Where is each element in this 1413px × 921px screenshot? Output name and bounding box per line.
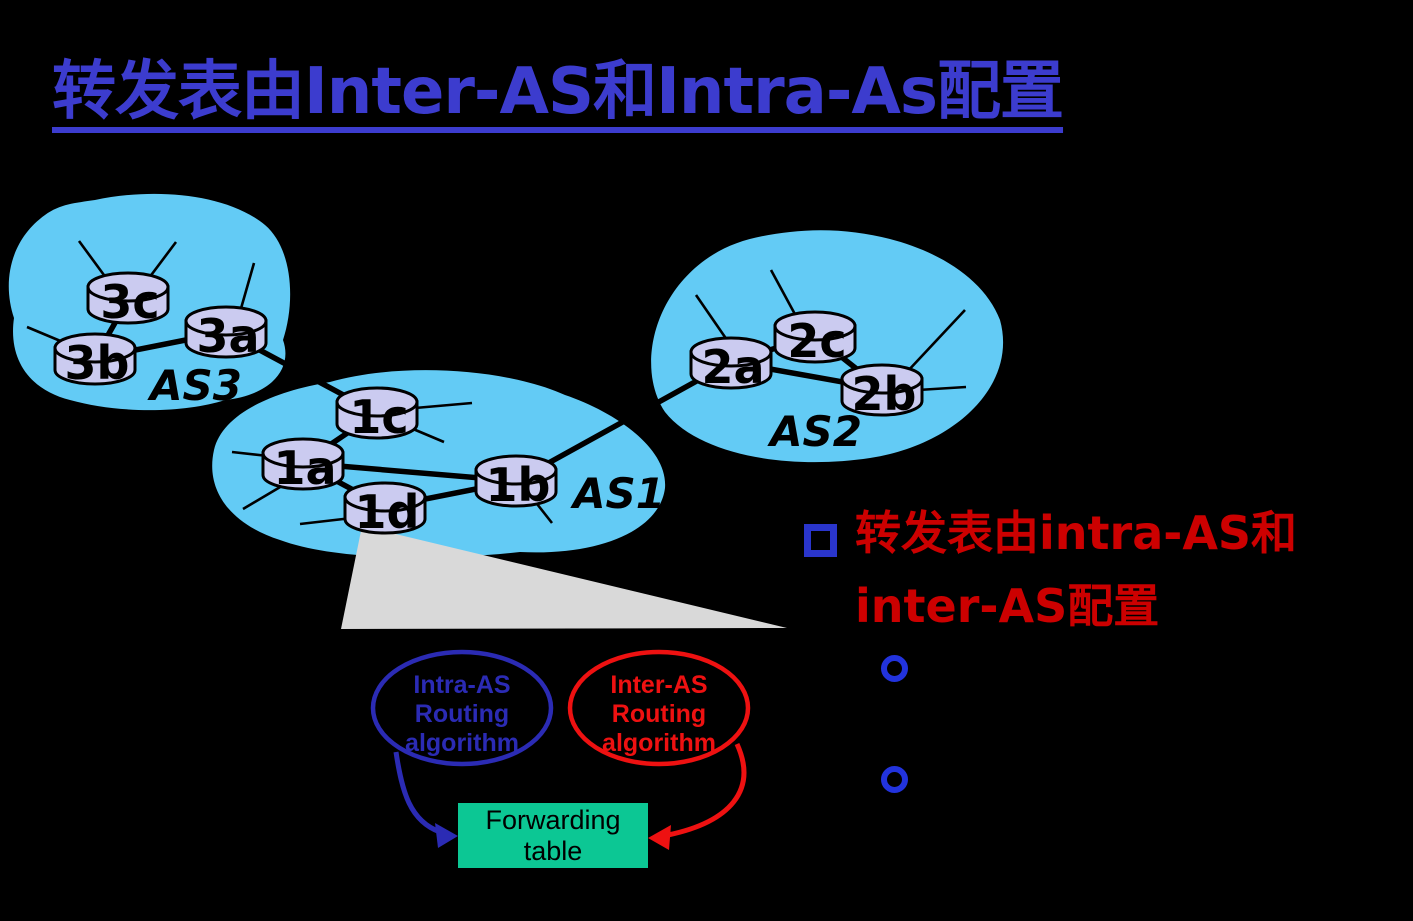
router-label: 1c	[349, 390, 408, 444]
bullet-text-line: inter-AS配置	[855, 579, 1160, 633]
circle-bullet-icon	[881, 655, 908, 682]
intra-arrow-curve	[393, 751, 441, 835]
intra-as-label-line: algorithm	[405, 729, 519, 757]
inter-as-ellipse-outline	[567, 649, 751, 767]
router-cylinder-top	[474, 454, 558, 486]
router-2a: 2a	[689, 336, 773, 394]
router-1b: 1b	[474, 454, 558, 512]
router-cylinder-top	[689, 336, 773, 368]
forwarding-table-box: Forwarding table	[458, 803, 648, 868]
router-cylinder-top	[86, 271, 170, 303]
router-label: 1a	[273, 441, 336, 495]
router-1d: 1d	[343, 481, 427, 539]
router-3a: 3a	[184, 305, 268, 363]
router-cylinder-top	[840, 363, 924, 395]
projection-wedge	[341, 526, 787, 629]
stub-link	[299, 516, 353, 526]
router-3c: 3c	[86, 271, 170, 329]
router-label: 2b	[852, 367, 917, 421]
stub-link	[769, 269, 799, 319]
as1-label: AS1	[570, 469, 665, 518]
router-cylinder-top	[335, 386, 419, 418]
slide-title: 转发表由Inter-AS和Intra-As配置	[52, 55, 1064, 129]
router-2c: 2c	[773, 310, 857, 368]
inter-arrow	[648, 742, 747, 850]
router-1c: 1c	[335, 386, 419, 444]
inter-arrow-curve	[667, 742, 747, 838]
stub-link	[917, 385, 967, 392]
arrowhead-right-icon	[435, 823, 458, 848]
router-1a: 1a	[261, 437, 345, 495]
intra-arrow	[393, 751, 458, 848]
square-bullet-icon	[804, 524, 837, 557]
bullet-text-line: 转发表由intra-AS和	[855, 506, 1298, 560]
forwarding-table-line: Forwarding	[485, 804, 621, 835]
inter-as-label-line: Inter-AS	[610, 671, 707, 699]
router-cylinder-top	[184, 305, 268, 337]
stub-link	[414, 401, 473, 410]
stub-link	[694, 294, 729, 341]
inter-as-label-line: algorithm	[602, 729, 716, 757]
as2-label: AS2	[767, 407, 862, 456]
intra-as-label-line: Intra-AS	[413, 671, 510, 699]
router-label: 3b	[65, 336, 130, 390]
router-label: 1d	[355, 485, 420, 539]
router-cylinder-top	[773, 310, 857, 342]
inter-as-ellipse: Inter-AS Routing algorithm	[567, 649, 751, 767]
router-2b: 2b	[840, 363, 924, 421]
stub-link	[905, 309, 966, 374]
inter-as-label-line: Routing	[612, 700, 706, 728]
intra-as-ellipse-outline	[370, 649, 554, 767]
router-label: 1b	[486, 458, 551, 512]
router-label: 3a	[196, 309, 259, 363]
router-cylinder-top	[343, 481, 427, 513]
router-label: 2a	[701, 340, 764, 394]
intra-as-ellipse: Intra-AS Routing algorithm	[370, 649, 554, 767]
circle-bullet-icon	[881, 766, 908, 793]
stub-link	[238, 262, 256, 313]
forwarding-table-line: table	[523, 835, 583, 866]
router-cylinder-top	[53, 332, 137, 364]
router-label: 2c	[787, 314, 846, 368]
as3-label: AS3	[147, 361, 242, 410]
router-cylinder-top	[261, 437, 345, 469]
as1-cloud	[212, 370, 666, 558]
arrowhead-left-icon	[648, 825, 671, 850]
bullet-text: 转发表由intra-AS和 inter-AS配置	[855, 497, 1297, 643]
router-3b: 3b	[53, 332, 137, 390]
intra-as-label-line: Routing	[415, 700, 509, 728]
router-label: 3c	[100, 275, 159, 329]
